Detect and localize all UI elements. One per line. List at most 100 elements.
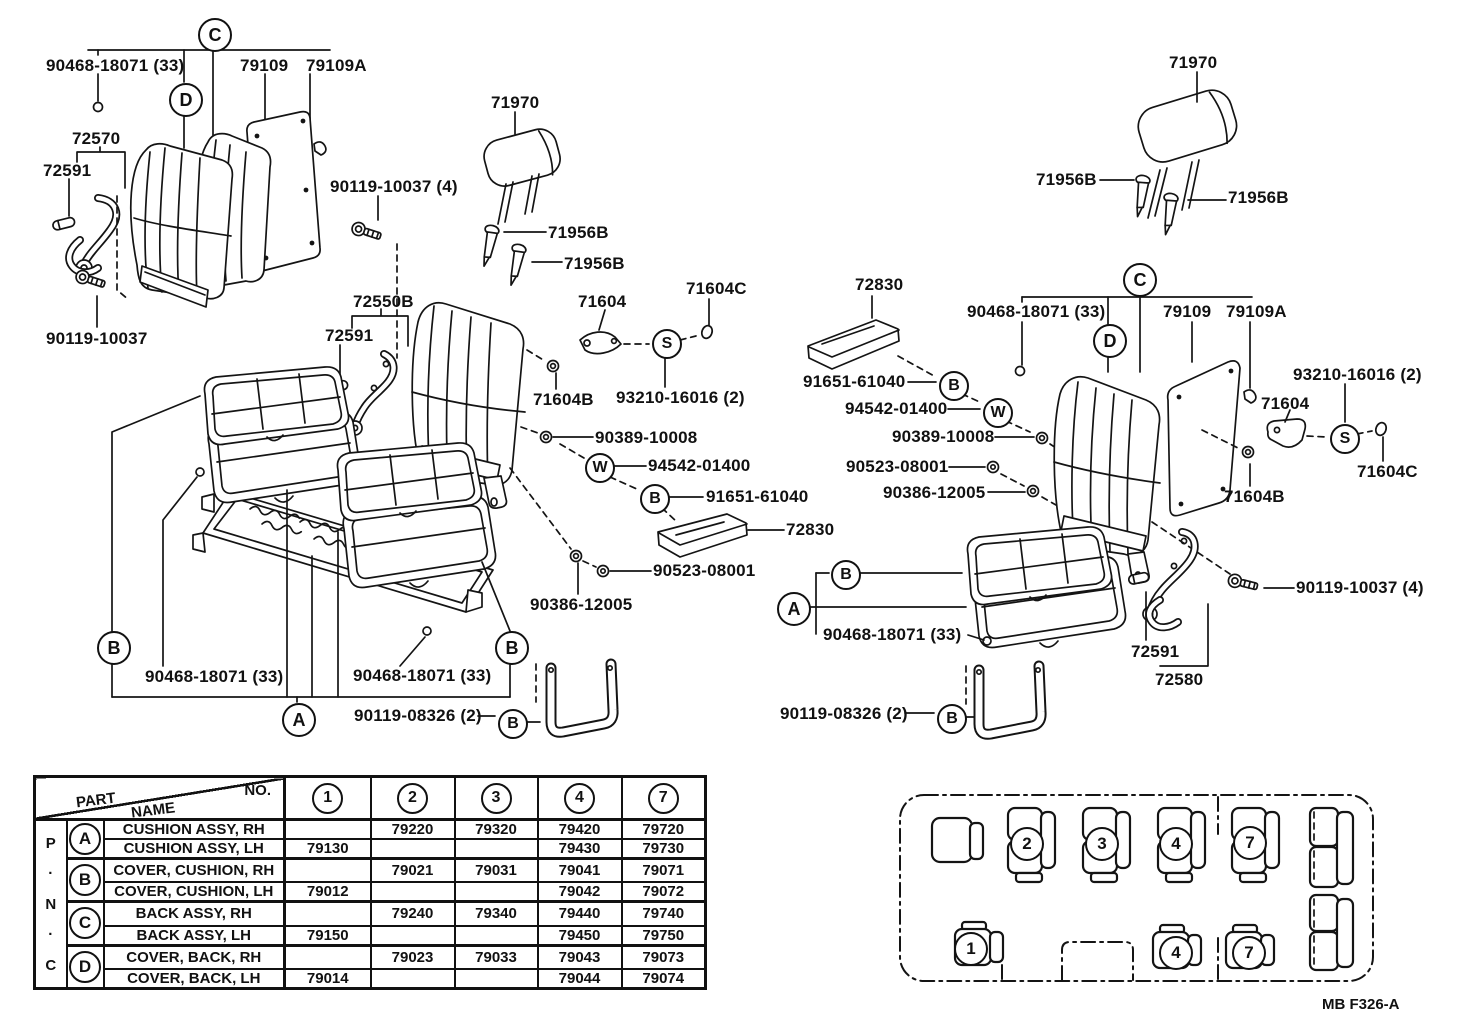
part-label-90386-12005: 90386-12005 xyxy=(883,483,986,502)
circled-number: 3 xyxy=(480,782,512,814)
van-bench-seats xyxy=(1308,806,1355,972)
group-letter-D: D xyxy=(65,943,105,990)
pnc-letter: N xyxy=(45,895,57,913)
part-label-72830: 72830 xyxy=(786,520,835,539)
part-number-cell: 79071 xyxy=(620,857,707,884)
part-number-cell: 79730 xyxy=(620,838,707,860)
part-number-cell: 79044 xyxy=(536,968,623,990)
part-label-90523-08001: 90523-08001 xyxy=(846,457,949,476)
part-number-cell: 79023 xyxy=(369,943,456,970)
part-label-90468-18071: 90468-18071 (33) xyxy=(46,56,185,75)
table-row: C BACK ASSY, RH 79240 79340 79440 79740 xyxy=(35,900,707,947)
part-label-72591: 72591 xyxy=(43,161,92,180)
marker-C: C xyxy=(1123,263,1157,297)
marker-B: B xyxy=(831,560,861,590)
left-cushions-and-frame xyxy=(192,366,497,636)
left-small-parts xyxy=(509,298,785,595)
pnc-letter: P xyxy=(45,834,56,852)
circled-number: 7 xyxy=(647,782,679,814)
part-label-71970: 71970 xyxy=(491,93,540,112)
marker-W: W xyxy=(585,453,615,483)
marker-W: W xyxy=(983,398,1013,428)
part-label-90468-18071-b: 90468-18071 (33) xyxy=(823,625,962,644)
part-label-71604B: 71604B xyxy=(533,390,594,409)
part-number-cell: 79014 xyxy=(283,968,372,990)
part-label-79109: 79109 xyxy=(1163,302,1212,321)
marker-A: A xyxy=(777,592,811,626)
right-recliner-72580 xyxy=(1127,521,1295,667)
part-number-cell xyxy=(283,857,372,884)
part-number-cell xyxy=(283,818,372,840)
part-label-90389-10008: 90389-10008 xyxy=(892,427,995,446)
group-letter-A: A xyxy=(65,818,105,860)
part-label-90386-12005: 90386-12005 xyxy=(530,595,633,614)
part-number-cell: 79430 xyxy=(536,838,623,860)
col-header-1: 1 xyxy=(283,775,372,821)
part-label-71956B-1: 71956B xyxy=(1036,170,1097,189)
part-name-cell: COVER, BACK, RH xyxy=(102,943,286,970)
right-u-bracket xyxy=(977,666,1041,734)
left-bottom-leaders xyxy=(111,395,541,723)
part-number-cell: 79073 xyxy=(620,943,707,970)
col-header-3: 3 xyxy=(453,775,539,821)
marker-S: S xyxy=(1330,424,1360,454)
part-label-72550B: 72550B xyxy=(353,292,414,311)
part-number-cell: 79740 xyxy=(620,900,707,927)
part-label-71970: 71970 xyxy=(1169,53,1218,72)
part-number-cell: 79042 xyxy=(536,881,623,903)
marker-A: A xyxy=(282,703,316,737)
van-seat-number-4b: 4 xyxy=(1159,936,1193,970)
part-number-cell: 79450 xyxy=(536,924,623,947)
marker-B: B xyxy=(495,631,529,665)
right-headrest xyxy=(1099,71,1238,237)
part-label-90119-10037: 90119-10037 xyxy=(46,329,148,348)
pnc-dot: · xyxy=(48,926,54,943)
part-label-94542-01400: 94542-01400 xyxy=(845,399,948,418)
part-label-90468-18071: 90468-18071 (33) xyxy=(967,302,1106,321)
pnc-dot: · xyxy=(48,865,54,882)
van-seat-number-3: 3 xyxy=(1085,827,1119,861)
part-label-91651-61040: 91651-61040 xyxy=(803,372,906,391)
part-number-cell: 79340 xyxy=(453,900,539,927)
part-number-cell: 79420 xyxy=(536,818,623,840)
part-number-cell: 79150 xyxy=(283,924,372,947)
part-number-cell xyxy=(453,924,539,947)
part-number-cell: 79012 xyxy=(283,881,372,903)
part-number-cell: 79240 xyxy=(369,900,456,927)
part-name-cell: COVER, BACK, LH xyxy=(102,968,286,990)
part-label-90119-10037-4: 90119-10037 (4) xyxy=(330,177,458,196)
corner-part-label: PART xyxy=(75,789,117,812)
part-name-cell: BACK ASSY, RH xyxy=(102,900,286,927)
table-row: D COVER, BACK, RH 79023 79033 79043 7907… xyxy=(35,943,707,990)
part-number-cell xyxy=(453,881,539,903)
marker-S: S xyxy=(652,329,682,359)
left-recliner-72570 xyxy=(52,146,130,328)
part-label-71604: 71604 xyxy=(578,292,627,311)
group-letter-C: C xyxy=(65,900,105,947)
circled-number: 1 xyxy=(312,782,344,814)
figure-code: MB F326-A xyxy=(1322,996,1400,1013)
corner-no-label: NO. xyxy=(244,782,271,799)
marker-C: C xyxy=(198,18,232,52)
table-row: COVER, BACK, LH 79014 79044 79074 xyxy=(35,968,707,990)
part-label-71604B: 71604B xyxy=(1224,487,1285,506)
part-label-79109: 79109 xyxy=(240,56,289,75)
left-center-seatback xyxy=(411,111,563,509)
part-label-91651-61040: 91651-61040 xyxy=(706,487,809,506)
part-name-cell: BACK ASSY, LH xyxy=(102,924,286,947)
part-number-cell: 79072 xyxy=(620,881,707,903)
part-label-90389-10008: 90389-10008 xyxy=(595,428,698,447)
van-seat-number-4: 4 xyxy=(1159,827,1193,861)
col-header-2: 2 xyxy=(369,775,456,821)
part-number-cell: 79440 xyxy=(536,900,623,927)
part-number-cell xyxy=(283,943,372,970)
right-top-bracket xyxy=(1014,296,1257,404)
pnc-letter: C xyxy=(45,956,57,974)
part-number-cell: 79043 xyxy=(536,943,623,970)
table-row: B COVER, CUSHION, RH 79021 79031 79041 7… xyxy=(35,856,707,903)
part-label-90468-18071-c: 90468-18071 (33) xyxy=(353,666,492,685)
part-number-cell xyxy=(453,838,539,860)
van-seat-number-2: 2 xyxy=(1010,827,1044,861)
part-name-cell: CUSHION ASSY, LH xyxy=(102,838,286,860)
